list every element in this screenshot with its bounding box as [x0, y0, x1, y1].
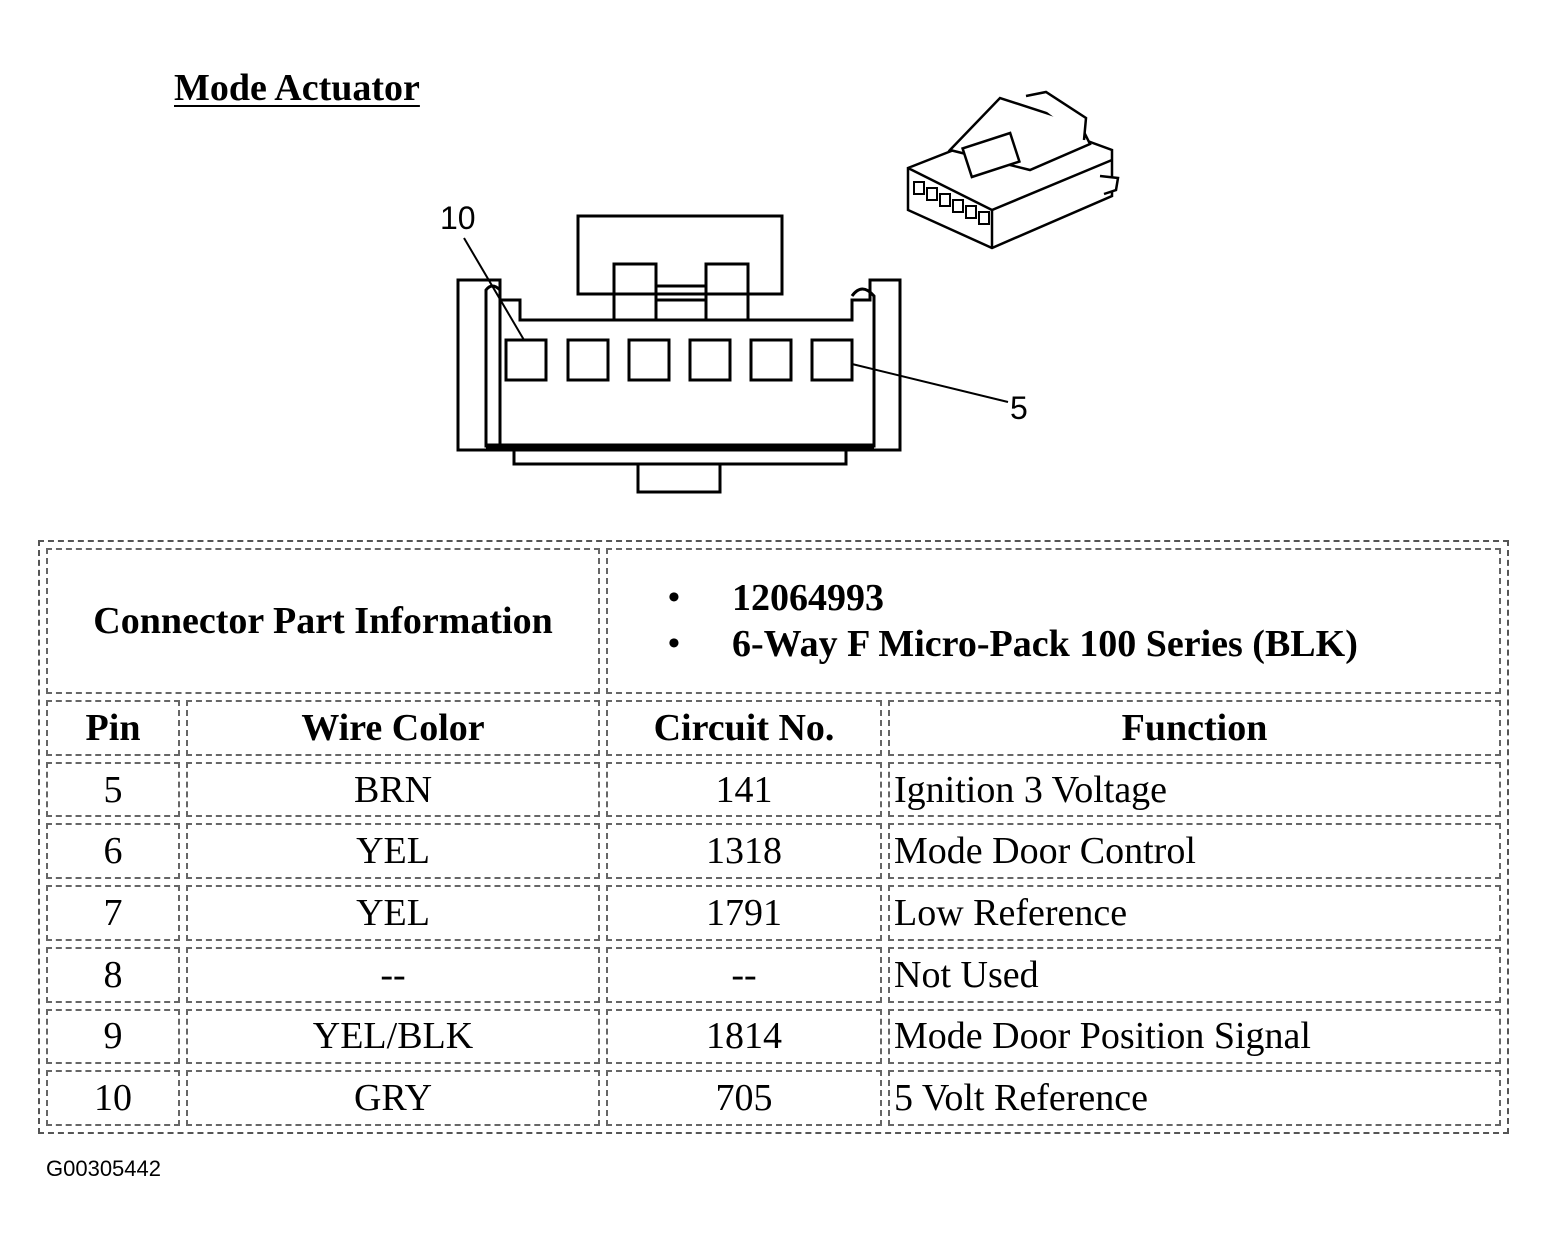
cavity-8	[627, 338, 671, 382]
header-wire-color: Wire Color	[186, 700, 601, 756]
function-cell: Mode Door Control	[888, 823, 1502, 880]
figure-id: G00305442	[46, 1156, 161, 1181]
cavity-7	[688, 338, 732, 382]
pin-cavities	[504, 338, 854, 382]
wire-color-cell: BRN	[186, 761, 601, 818]
cavity-6	[749, 338, 793, 382]
table-row: 5 BRN 141 Ignition 3 Voltage	[46, 761, 1502, 818]
leader-line-5	[851, 363, 1009, 403]
wire-color-cell: YEL	[186, 823, 601, 880]
function-cell: Ignition 3 Voltage	[888, 761, 1502, 818]
wire-color-cell: --	[186, 946, 601, 1003]
page-title: Mode Actuator	[174, 67, 420, 109]
pin-cell: 5	[46, 761, 180, 818]
table-header-row: Pin Wire Color Circuit No. Function	[46, 700, 1502, 756]
header-circuit-no: Circuit No.	[606, 700, 883, 756]
circuit-no-cell: 705	[606, 1070, 883, 1126]
cavity-9	[566, 338, 610, 382]
header-function: Function	[888, 700, 1502, 756]
circuit-no-cell: 1791	[606, 885, 883, 941]
function-cell: Not Used	[888, 946, 1502, 1003]
header-pin: Pin	[46, 700, 180, 756]
connector-info-label: Connector Part Information	[93, 600, 553, 642]
pin-cell: 10	[46, 1070, 180, 1126]
table-row: 6 YEL 1318 Mode Door Control	[46, 823, 1502, 880]
table-row: 8 -- -- Not Used	[46, 946, 1502, 1003]
connector-info-row: Connector Part Information 12064993 6-Wa…	[46, 548, 1502, 694]
connector-isometric-illustration	[906, 90, 1120, 250]
cavity-10	[504, 338, 548, 382]
wire-color-cell: GRY	[186, 1070, 601, 1126]
table-row: 10 GRY 705 5 Volt Reference	[46, 1070, 1502, 1126]
pin-cell: 6	[46, 823, 180, 880]
circuit-no-cell: 1318	[606, 823, 883, 880]
circuit-no-cell: --	[606, 946, 883, 1003]
wire-color-cell: YEL/BLK	[186, 1008, 601, 1065]
pin-cell: 8	[46, 946, 180, 1003]
pin-label-5: 5	[1010, 390, 1028, 426]
connector-face-diagram	[456, 90, 1120, 494]
connector-description: 6-Way F Micro-Pack 100 Series (BLK)	[668, 621, 1499, 667]
function-cell: Low Reference	[888, 885, 1502, 941]
connector-pinout-table: Connector Part Information 12064993 6-Wa…	[38, 540, 1510, 1134]
connector-info-label-cell: Connector Part Information	[46, 548, 601, 694]
pin-cell: 7	[46, 885, 180, 941]
connector-info-values-cell: 12064993 6-Way F Micro-Pack 100 Series (…	[606, 548, 1502, 694]
table-row: 9 YEL/BLK 1814 Mode Door Position Signal	[46, 1008, 1502, 1065]
part-number: 12064993	[668, 575, 1499, 621]
function-cell: Mode Door Position Signal	[888, 1008, 1502, 1065]
circuit-no-cell: 1814	[606, 1008, 883, 1065]
pin-cell: 9	[46, 1008, 180, 1065]
leader-line-10	[463, 237, 525, 341]
circuit-no-cell: 141	[606, 761, 883, 818]
function-cell: 5 Volt Reference	[888, 1070, 1502, 1126]
table-row: 7 YEL 1791 Low Reference	[46, 885, 1502, 941]
wire-color-cell: YEL	[186, 885, 601, 941]
pin-label-10: 10	[440, 200, 476, 236]
cavity-5	[810, 338, 854, 382]
connector-latch	[576, 214, 784, 296]
connector-info-list: 12064993 6-Way F Micro-Pack 100 Series (…	[608, 575, 1499, 667]
